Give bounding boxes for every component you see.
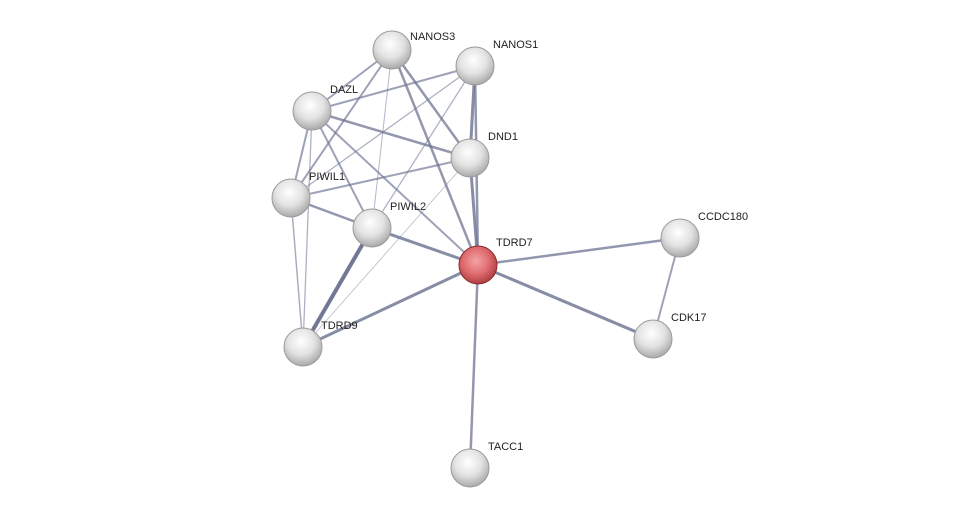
node-circle[interactable] bbox=[283, 327, 323, 367]
node-circle[interactable] bbox=[292, 91, 332, 131]
node-circle[interactable] bbox=[372, 30, 412, 70]
node-label: PIWIL1 bbox=[309, 171, 345, 183]
node-tdrd7[interactable]: TDRD7 bbox=[458, 237, 533, 285]
edge-nanos3-dnd1[interactable] bbox=[390, 49, 472, 159]
edge-tdrd7-cdk17[interactable] bbox=[477, 263, 654, 341]
node-cdk17[interactable]: CDK17 bbox=[633, 312, 706, 359]
node-label: TDRD7 bbox=[496, 237, 533, 249]
node-circle[interactable] bbox=[450, 448, 490, 488]
edge-dazl-piwil2[interactable] bbox=[311, 110, 373, 229]
edge-tdrd9-tdrd7[interactable] bbox=[302, 263, 479, 349]
node-tacc1[interactable]: TACC1 bbox=[450, 441, 523, 488]
node-label: PIWIL2 bbox=[390, 201, 426, 213]
node-circle[interactable] bbox=[271, 178, 311, 218]
node-label: NANOS3 bbox=[410, 31, 455, 43]
node-nanos1[interactable]: NANOS1 bbox=[455, 39, 538, 86]
node-circle[interactable] bbox=[455, 46, 495, 86]
node-ccdc180[interactable]: CCDC180 bbox=[660, 211, 748, 258]
node-piwil1[interactable]: PIWIL1 bbox=[271, 171, 345, 218]
edge-dnd1-piwil1[interactable] bbox=[290, 157, 471, 199]
node-dnd1[interactable]: DND1 bbox=[450, 131, 518, 178]
node-piwil2[interactable]: PIWIL2 bbox=[352, 201, 426, 248]
node-label: NANOS1 bbox=[493, 39, 538, 51]
node-circle[interactable] bbox=[450, 138, 490, 178]
edge-piwil2-tdrd9[interactable] bbox=[301, 226, 374, 349]
node-label: CDK17 bbox=[671, 312, 706, 324]
node-label: TDRD9 bbox=[321, 320, 358, 332]
node-dazl[interactable]: DAZL bbox=[292, 84, 358, 131]
edge-piwil1-tdrd9[interactable] bbox=[290, 197, 304, 348]
edge-dazl-dnd1[interactable] bbox=[311, 109, 471, 160]
node-circle[interactable] bbox=[633, 319, 673, 359]
edge-dazl-tdrd9[interactable] bbox=[302, 110, 313, 348]
edge-nanos3-piwil2[interactable] bbox=[371, 49, 393, 229]
edge-dazl-tdrd7[interactable] bbox=[311, 110, 479, 266]
node-label: TACC1 bbox=[488, 441, 523, 453]
node-circle[interactable] bbox=[352, 208, 392, 248]
node-circle[interactable] bbox=[660, 218, 700, 258]
edge-dnd1-tdrd9[interactable] bbox=[302, 157, 471, 348]
node-circle[interactable] bbox=[458, 245, 498, 285]
edge-tdrd7-tacc1[interactable] bbox=[468, 264, 480, 469]
node-tdrd9[interactable]: TDRD9 bbox=[283, 320, 358, 367]
node-label: DAZL bbox=[330, 84, 358, 96]
edge-nanos3-piwil1[interactable] bbox=[290, 49, 393, 199]
node-label: DND1 bbox=[488, 131, 518, 143]
edge-nanos1-dazl[interactable] bbox=[311, 65, 476, 112]
node-label: CCDC180 bbox=[698, 211, 748, 223]
edge-tdrd7-ccdc180[interactable] bbox=[477, 236, 681, 267]
node-nanos3[interactable]: NANOS3 bbox=[372, 30, 455, 70]
edge-nanos1-piwil2[interactable] bbox=[371, 65, 476, 229]
